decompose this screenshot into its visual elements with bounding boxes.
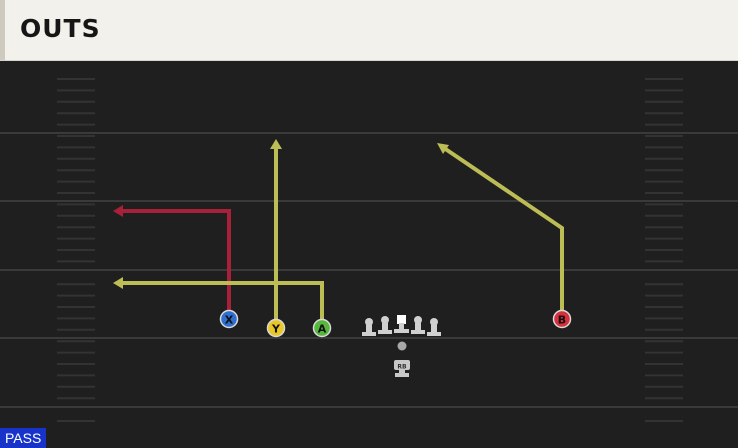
route-b-arrowhead <box>437 143 449 154</box>
yard-lines <box>0 132 738 408</box>
receiver-y-button: Y <box>266 318 286 338</box>
play-type-badge: PASS <box>0 428 47 448</box>
receiver-x-button: X <box>219 309 239 329</box>
running-back-icon: RB <box>394 360 410 377</box>
route-b-corner <box>442 146 564 318</box>
play-title: OUTS <box>20 14 101 43</box>
route-a-out <box>120 281 324 327</box>
receiver-y-label: Y <box>271 323 281 336</box>
offensive-line <box>362 315 441 336</box>
lineman-icon <box>411 316 425 334</box>
rb-label: RB <box>397 364 407 371</box>
route-a-arrowhead <box>113 277 123 289</box>
receiver-b-button: B <box>552 309 572 329</box>
receiver-b-label: B <box>558 314 566 327</box>
receiver-a-label: A <box>318 323 327 336</box>
lineman-icon <box>362 318 376 336</box>
receiver-x-label: X <box>225 314 234 327</box>
play-diagram: RB X Y A B <box>0 61 738 448</box>
center-icon <box>394 315 409 333</box>
routes <box>113 139 564 327</box>
title-bar-accent <box>0 0 5 60</box>
hash-marks <box>57 78 683 422</box>
play-title-bar: OUTS <box>0 0 738 61</box>
receiver-a-button: A <box>312 318 332 338</box>
lineman-icon <box>427 318 441 336</box>
quarterback-icon <box>397 341 407 351</box>
route-y-arrowhead <box>270 139 282 149</box>
lineman-icon <box>378 316 392 334</box>
route-x-arrowhead <box>113 205 123 217</box>
